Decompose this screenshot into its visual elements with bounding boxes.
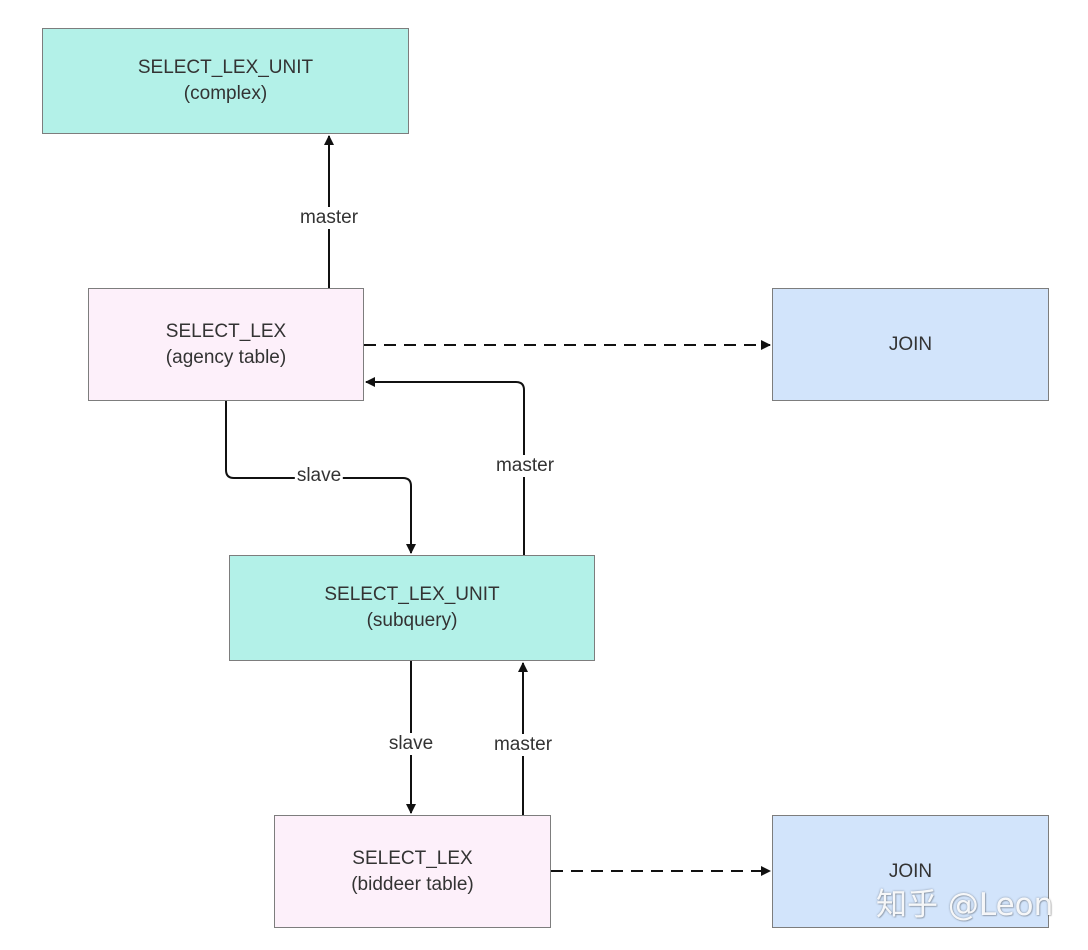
node-subtitle: (biddeer table) bbox=[351, 873, 474, 895]
edge-label-slave: slave bbox=[386, 733, 436, 755]
node-join-top: JOIN bbox=[772, 288, 1049, 401]
node-select-lex-unit-complex: SELECT_LEX_UNIT (complex) bbox=[42, 28, 409, 134]
node-title: SELECT_LEX bbox=[352, 847, 473, 869]
watermark: 知乎 @Leon bbox=[876, 887, 1054, 923]
edge-label-master: master bbox=[297, 207, 361, 229]
node-select-lex-unit-subquery: SELECT_LEX_UNIT (subquery) bbox=[229, 555, 595, 661]
edge-label-slave: slave bbox=[294, 465, 344, 487]
node-title: JOIN bbox=[888, 860, 933, 882]
node-select-lex-bidder-table: SELECT_LEX (biddeer table) bbox=[274, 815, 551, 928]
node-join-bottom: JOIN bbox=[772, 815, 1049, 928]
edge-label-master: master bbox=[491, 734, 555, 756]
node-title: SELECT_LEX_UNIT bbox=[137, 57, 314, 78]
node-subtitle: (agency table) bbox=[165, 346, 287, 368]
edge-master-subquery-to-agency bbox=[365, 377, 525, 555]
node-select-lex-agency-table: SELECT_LEX (agency table) bbox=[88, 288, 364, 401]
node-subtitle: (complex) bbox=[183, 83, 268, 104]
node-title: SELECT_LEX_UNIT bbox=[324, 584, 500, 605]
node-title: JOIN bbox=[888, 333, 933, 355]
edge-label-master: master bbox=[493, 455, 557, 477]
node-subtitle: (subquery) bbox=[366, 610, 458, 631]
node-title: SELECT_LEX bbox=[165, 320, 287, 342]
